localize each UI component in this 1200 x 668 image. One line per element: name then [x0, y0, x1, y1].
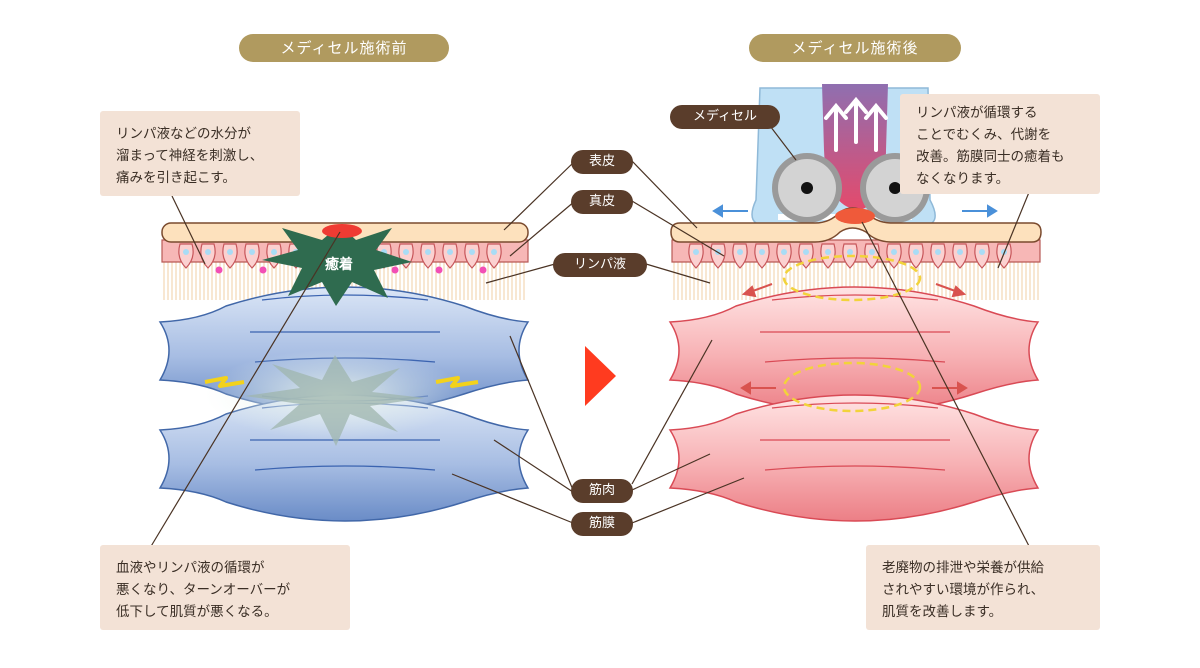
note-after-top: リンパ液が循環する ことでむくみ、代謝を 改善。筋膜同士の癒着も なくなります。: [900, 94, 1100, 194]
lymph-drop: [249, 249, 255, 255]
after-muscle-fibers: [760, 294, 950, 471]
fluid-drop: [391, 266, 399, 274]
capillary-loop: [754, 243, 770, 269]
before-header: メディセル施術前: [239, 34, 449, 62]
capillary-loop: [486, 243, 502, 269]
capillary-loop: [864, 243, 880, 269]
capillary-loop: [200, 243, 216, 269]
note-line: ことでむくみ、代謝を: [916, 127, 1052, 143]
before-inflamed-spot: [322, 224, 362, 238]
lymph-drop: [693, 249, 699, 255]
lymph-drop: [491, 249, 497, 255]
lymph-drop: [425, 249, 431, 255]
lymph-drop: [803, 249, 809, 255]
capillary-loop: [974, 243, 990, 269]
note-line: 痛みを引き起こす。: [116, 170, 236, 186]
capillary-loop: [178, 243, 194, 269]
capillary-loop: [688, 243, 704, 269]
lymph-drop: [469, 249, 475, 255]
after-capillary-loops: [688, 243, 1012, 269]
after-muscle-upper: [668, 286, 1040, 414]
lymph-drop: [869, 249, 875, 255]
note-line: されやすい環境が作られ、: [882, 582, 1045, 598]
fluid-drop: [479, 266, 487, 274]
adhesion-burst-icon: [262, 225, 412, 306]
note-line: 低下して肌質が悪くなる。: [116, 604, 278, 620]
transition-arrow-icon: [585, 346, 616, 406]
roller-left-icon: [772, 153, 842, 223]
fascia-gap-ring: [782, 361, 922, 413]
fluid-drop: [215, 266, 223, 274]
label-adhesion: 癒着: [325, 257, 353, 273]
capillary-loop: [908, 243, 924, 269]
capillary-loop: [776, 243, 792, 269]
lymph-drop: [891, 249, 897, 255]
lymph-drop: [913, 249, 919, 255]
capillary-loop: [442, 243, 458, 269]
after-muscle-lower: [668, 394, 1040, 522]
lymph-drop: [979, 249, 985, 255]
note-line: なくなります。: [916, 171, 1010, 187]
after-header: メディセル施術後: [749, 34, 961, 62]
note-before-bottom: 血液やリンパ液の循環が 悪くなり、ターンオーバーが 低下して肌質が悪くなる。: [100, 545, 350, 630]
capillary-loop: [244, 243, 260, 269]
lymph-drop: [781, 249, 787, 255]
capillary-loop: [930, 243, 946, 269]
capillary-loop: [222, 243, 238, 269]
label-device: メディセル: [670, 105, 780, 129]
note-line: 血液やリンパ液の循環が: [116, 560, 265, 576]
capillary-loop: [398, 243, 414, 269]
capillary-loop: [820, 243, 836, 269]
lymph-drop: [271, 249, 277, 255]
before-adhesion-burst: [245, 355, 425, 446]
lymph-drop: [847, 249, 853, 255]
label-epidermis: 表皮: [571, 150, 633, 174]
note-line: 悪くなり、ターンオーバーが: [116, 582, 291, 598]
label-muscle: 筋肉: [571, 479, 633, 503]
spark-icon: [204, 376, 245, 388]
label-fascia: 筋膜: [571, 512, 633, 536]
fluid-drop: [435, 266, 443, 274]
circulation-arrow-icon: [740, 283, 968, 395]
note-line: 老廃物の排泄や栄養が供給: [882, 560, 1044, 576]
note-line: リンパ液が循環する: [916, 105, 1038, 121]
lymph-drop: [403, 249, 409, 255]
lymph-flow-ring: [782, 254, 922, 302]
capillary-loop: [886, 243, 902, 269]
note-before-top: リンパ液などの水分が 溜まって神経を刺激し、 痛みを引き起こす。: [100, 111, 300, 196]
note-line: 改善。筋膜同士の癒着も: [916, 149, 1065, 165]
note-line: リンパ液などの水分が: [116, 126, 251, 142]
lymph-drop: [183, 249, 189, 255]
capillary-loop: [464, 243, 480, 269]
capillary-loop: [732, 243, 748, 269]
lymph-drop: [759, 249, 765, 255]
note-line: 溜まって神経を刺激し、: [116, 148, 264, 164]
lymph-drop: [227, 249, 233, 255]
lymph-drop: [737, 249, 743, 255]
fluid-drop: [259, 266, 267, 274]
lymph-drop: [957, 249, 963, 255]
note-line: 肌質を改善します。: [882, 604, 1003, 620]
lymph-drop: [825, 249, 831, 255]
lymph-drop: [447, 249, 453, 255]
capillary-loop: [952, 243, 968, 269]
after-pressure-spot: [835, 208, 875, 224]
lymph-drop: [205, 249, 211, 255]
label-lymph: リンパ液: [553, 253, 647, 277]
flow-arrow-icon: [712, 204, 998, 218]
before-panel: [158, 222, 530, 522]
capillary-loop: [420, 243, 436, 269]
note-after-bottom: 老廃物の排泄や栄養が供給 されやすい環境が作られ、 肌質を改善します。: [866, 545, 1100, 630]
spark-icon: [435, 376, 479, 388]
label-dermis: 真皮: [571, 190, 633, 214]
lymph-drop: [935, 249, 941, 255]
leader-lines: [149, 117, 1033, 549]
